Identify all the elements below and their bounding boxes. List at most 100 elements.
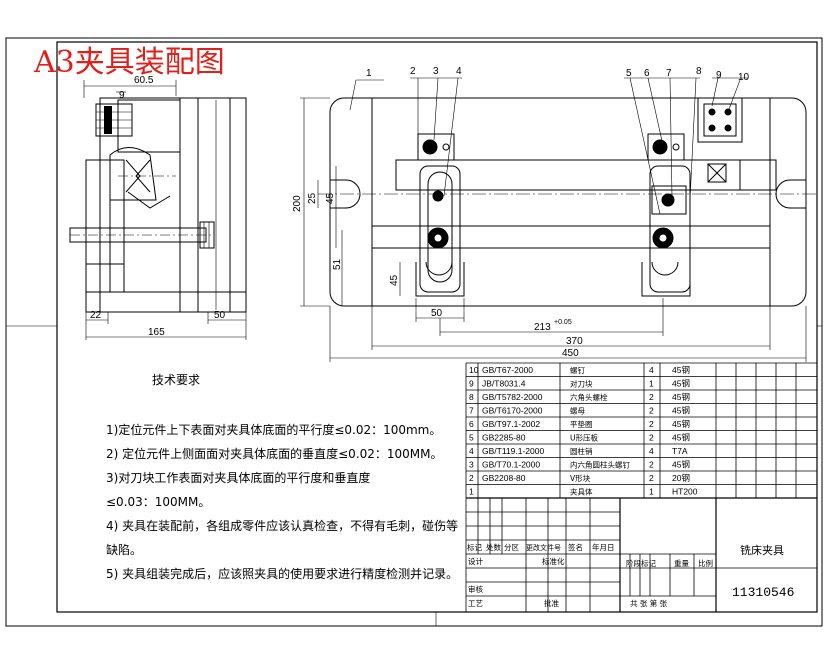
- bom-cell-code: GB/T6170-2000: [482, 406, 543, 416]
- tb-review: 审核: [468, 584, 483, 594]
- requirement-1: 1)定位元件上下表面对夹具体底面的平行度≤0.02：100mm。: [106, 422, 441, 437]
- dim-25: 25: [307, 192, 318, 204]
- bom-cell-qty: 2: [649, 433, 654, 443]
- bom-cell-qty: 2: [649, 419, 654, 429]
- bom-cell-name: 夹具体: [570, 487, 593, 497]
- dim-22: 22: [90, 310, 102, 321]
- bom-cell-name: U形压板: [570, 433, 598, 443]
- bom-cell-no: 7: [469, 406, 474, 416]
- top-view-balloons: 1 2 3 4 5 6 7 8 9 10: [366, 66, 750, 83]
- bom-cell-name: V形块: [570, 473, 591, 483]
- bom-cell-no: 2: [469, 473, 474, 483]
- bom-cell-code: GB2208-80: [482, 473, 526, 483]
- dim-45b: 45: [389, 274, 400, 286]
- bom-cell-mat: 45钢: [672, 379, 690, 389]
- tb-approve: 批准: [544, 598, 559, 608]
- bom-cell-qty: 4: [649, 446, 654, 456]
- tb-weight: 重量: [674, 559, 689, 568]
- bom-cell-no: 9: [469, 379, 474, 389]
- balloon-5: 5: [626, 68, 632, 79]
- requirement-4: 4) 夹具在装配前，各组成零件应该认真检查，不得有毛刺，碰伤等: [106, 518, 458, 533]
- balloon-6: 6: [644, 68, 650, 79]
- bom-cell-name: 对刀块: [570, 379, 593, 389]
- bom-cell-qty: 4: [649, 365, 654, 375]
- bom-cell-mat: 45钢: [672, 433, 690, 443]
- bom-cell-code: GB/T5782-2000: [482, 392, 543, 402]
- requirement-4-cont: 缺陷。: [106, 542, 142, 557]
- dim-370: 370: [566, 336, 583, 347]
- tb-stage-mark: 阶段标记: [626, 558, 656, 568]
- bom-cell-no: 1: [469, 487, 474, 497]
- bom-cell-code: JB/T8031.4: [482, 379, 526, 389]
- tb-header-zone: 分区: [504, 543, 519, 552]
- technical-requirements: 技术要求 1)定位元件上下表面对夹具体底面的平行度≤0.02：100mm。 2)…: [106, 373, 458, 581]
- tb-sheets: 共 张 第 张: [630, 598, 668, 608]
- bom-cell-no: 10: [469, 365, 479, 375]
- balloon-1: 1: [366, 68, 372, 79]
- bom-cell-code: GB/T119.1-2000: [482, 446, 544, 456]
- dim-200: 200: [292, 195, 303, 212]
- title-block-text: 标记 处数 分区 更改文件号 签名 年月日 设计 标准化 阶段标记 重量 比例 …: [467, 542, 794, 608]
- requirement-2: 2) 定位元件上侧面面对夹具体底面的垂直度≤0.02：100MM。: [106, 446, 443, 461]
- tb-header-mark: 标记: [467, 542, 482, 552]
- tb-header-sign: 签名: [568, 542, 583, 552]
- bom-cell-name: 内六角圆柱头螺钉: [570, 460, 630, 470]
- balloon-2: 2: [410, 66, 416, 77]
- outer-border: [5, 37, 823, 627]
- bom-cell-qty: 1: [649, 379, 654, 389]
- bom-cell-code: GB/T67-2000: [482, 365, 533, 375]
- bom-cell-mat: 45钢: [672, 419, 690, 429]
- tb-process: 工艺: [468, 599, 483, 608]
- dim-165: 165: [148, 327, 165, 338]
- dim-9: 9: [119, 90, 125, 101]
- requirements-title: 技术要求: [152, 373, 200, 387]
- top-view-dims: 200 25 45 51 45 50 213 +0.05 370 450: [292, 192, 583, 359]
- bom-cell-mat: 45钢: [672, 460, 690, 470]
- title-block: [466, 497, 817, 612]
- tb-header-date: 年月日: [592, 542, 615, 552]
- dim-50-side: 50: [214, 310, 226, 321]
- bom-cell-qty: 2: [649, 392, 654, 402]
- tb-header-count: 处数: [486, 542, 501, 552]
- bom-cell-mat: 45钢: [672, 406, 690, 416]
- dim-213-tol: +0.05: [554, 319, 572, 326]
- bom-cell-name: 六角头螺栓: [570, 392, 608, 402]
- bom-cell-qty: 2: [649, 473, 654, 483]
- balloon-10: 10: [738, 72, 750, 83]
- bom-cell-name: 圆柱销: [570, 446, 593, 456]
- dim-60-5: 60.5: [134, 75, 154, 86]
- balloon-7: 7: [666, 68, 672, 79]
- bom-cell-no: 3: [469, 460, 474, 470]
- bom-cell-no: 6: [469, 419, 474, 429]
- side-view: [69, 80, 247, 340]
- requirement-3: 3)对刀块工作表面对夹具体底面的平行度和垂直度: [106, 470, 370, 485]
- bom-cell-mat: T7A: [672, 446, 688, 456]
- tb-design: 设计: [468, 556, 483, 566]
- bom-cell-mat: 45钢: [672, 392, 690, 402]
- bom-cell-qty: 2: [649, 460, 654, 470]
- bom-cell-name: 平垫圈: [570, 419, 593, 429]
- dim-51: 51: [332, 258, 343, 270]
- drawing-title: A3夹具装配图: [33, 45, 225, 80]
- bom-cell-code: GB/T97.1-2002: [482, 419, 540, 429]
- tb-header-change: 更改文件号: [526, 543, 561, 552]
- bom-cell-name: 螺钉: [570, 365, 585, 375]
- dim-50-top: 50: [431, 308, 443, 319]
- balloon-4: 4: [456, 66, 462, 77]
- balloon-8: 8: [696, 66, 702, 77]
- bom-cell-code: GB/T70.1-2000: [482, 460, 540, 470]
- dim-213: 213: [534, 322, 551, 333]
- bom-cell-qty: 2: [649, 406, 654, 416]
- bom-cell-no: 4: [469, 446, 474, 456]
- bom-cell-name: 螺母: [570, 406, 585, 416]
- tb-standard: 标准化: [542, 556, 565, 566]
- balloon-3: 3: [433, 66, 439, 77]
- tb-scale: 比例: [698, 558, 713, 568]
- bom-cell-mat: HT200: [672, 487, 698, 497]
- bom-cell-no: 8: [469, 392, 474, 402]
- bom-cell-mat: 20钢: [672, 473, 690, 483]
- balloon-9: 9: [716, 70, 722, 81]
- bom-cell-mat: 45钢: [672, 365, 690, 375]
